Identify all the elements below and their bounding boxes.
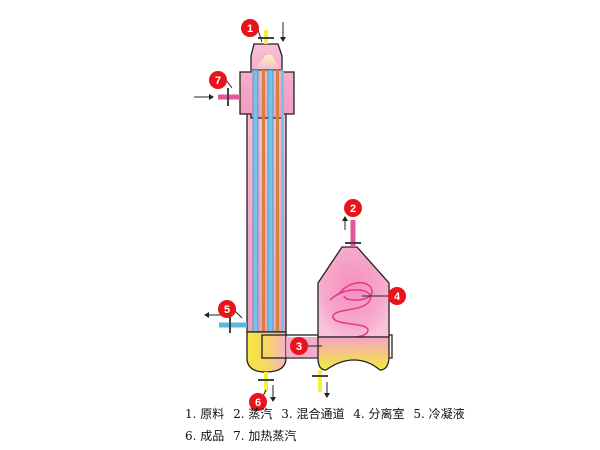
- legend-item-product: 6. 成品: [185, 429, 225, 443]
- legend-item-heating-steam: 7. 加热蒸汽: [233, 429, 297, 443]
- legend-item-steam: 2. 蒸汽: [233, 407, 273, 421]
- callout-2: 2: [344, 199, 362, 217]
- legend-item-separator: 4. 分离室: [353, 407, 405, 421]
- legend-item-feed: 1. 原料: [185, 407, 225, 421]
- legend-item-condensate: 5. 冷凝液: [413, 407, 465, 421]
- legend-item-mixing-channel: 3. 混合通道: [281, 407, 345, 421]
- callout-7-label: 7: [215, 75, 221, 87]
- separator-body: [317, 246, 390, 338]
- callout-4: 4: [388, 287, 406, 305]
- callout-6: 6: [249, 393, 267, 411]
- callout-7: 7: [209, 71, 227, 89]
- callout-2-label: 2: [350, 203, 356, 215]
- callout-5: 5: [218, 300, 236, 318]
- pipes: [194, 22, 361, 402]
- callout-3: 3: [290, 337, 308, 355]
- callout-5-label: 5: [224, 304, 230, 316]
- feed-distributor: [254, 55, 280, 70]
- separator-bottom: [317, 336, 390, 371]
- separator-chamber: [317, 246, 390, 371]
- callout-3-label: 3: [296, 341, 302, 353]
- callout-1-label: 1: [247, 23, 253, 35]
- legend-line-2: 6. 成品 7. 加热蒸汽: [185, 427, 301, 444]
- callout-4-label: 4: [394, 291, 401, 303]
- callout-1: 1: [241, 19, 259, 37]
- legend-line-1: 1. 原料 2. 蒸汽 3. 混合通道 4. 分离室 5. 冷凝液: [185, 405, 470, 422]
- bottom-chamber: [246, 331, 287, 373]
- evaporator-column: [239, 43, 295, 373]
- callout-6-label: 6: [255, 397, 261, 409]
